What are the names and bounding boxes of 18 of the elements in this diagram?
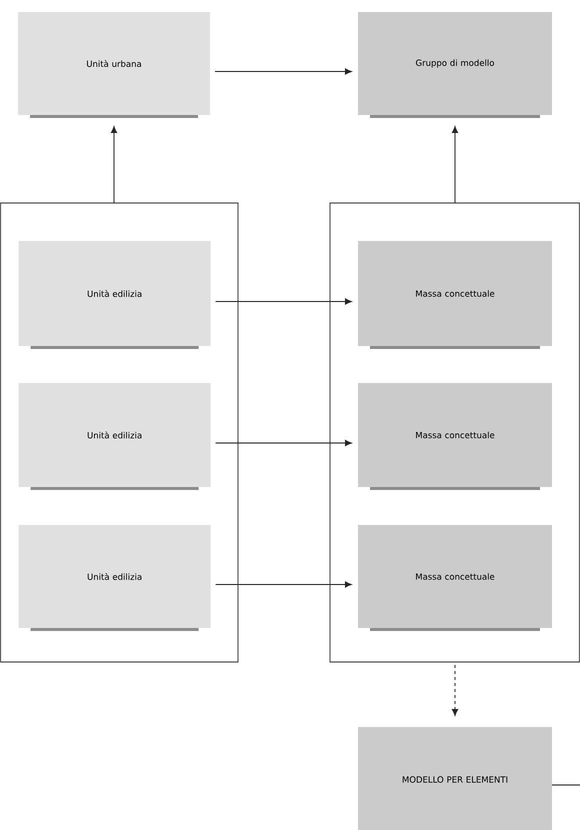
- card-box: Unità edilizia: [18, 241, 211, 349]
- card-box: Massa concettuale: [358, 383, 552, 490]
- card-box: Massa concettuale: [358, 525, 552, 631]
- card-box: Unità urbana: [18, 12, 210, 118]
- card-box: Unità edilizia: [18, 383, 211, 490]
- group-frame: [330, 202, 580, 662]
- arrow: [452, 664, 458, 716]
- card-box: Unità edilizia: [18, 525, 211, 631]
- arrow: [215, 440, 352, 446]
- arrow: [215, 298, 352, 305]
- card-box: Gruppo di modello: [358, 12, 552, 118]
- arrow: [452, 126, 458, 204]
- arrow: [214, 68, 352, 75]
- card-box: Massa concettuale: [358, 241, 552, 349]
- group-frame: [0, 202, 238, 662]
- card-box: MODELLO PER ELEMENTI: [358, 727, 552, 830]
- arrow: [110, 126, 118, 204]
- arrow: [215, 581, 352, 588]
